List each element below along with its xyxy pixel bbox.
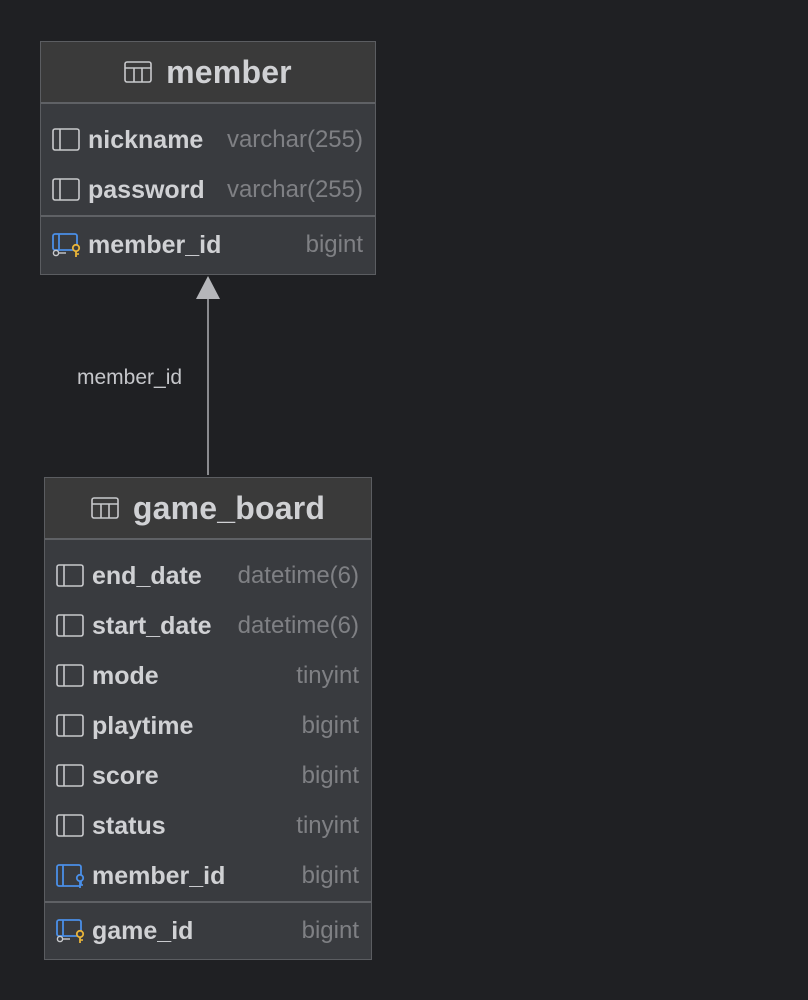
column-name: end_date (92, 561, 202, 590)
table-icon (91, 497, 119, 519)
column-row[interactable]: mode tinyint (45, 651, 371, 701)
column-type: bigint (301, 862, 359, 889)
relation-label: member_id (77, 366, 183, 389)
primary-key-icon (52, 233, 81, 257)
column-name: start_date (92, 611, 212, 640)
column-row[interactable]: score bigint (45, 751, 371, 801)
table-game-board[interactable]: game_board end_date datetime(6) (44, 477, 372, 960)
column-row[interactable]: start_date datetime(6) (45, 601, 371, 651)
table-title: game_board (132, 489, 326, 526)
column-icon (56, 564, 85, 588)
column-type: tinyint (296, 812, 359, 839)
primary-key-row[interactable]: member_id bigint (41, 217, 375, 273)
column-icon (52, 178, 81, 202)
column-name: mode (92, 661, 159, 690)
primary-key-row[interactable]: game_id bigint (45, 903, 371, 959)
column-name: status (92, 811, 166, 840)
column-row[interactable]: end_date datetime(6) (45, 551, 371, 601)
column-icon (52, 128, 81, 152)
column-name: score (92, 761, 159, 790)
table-icon (124, 61, 152, 83)
column-name: member_id (92, 861, 226, 890)
column-row[interactable]: nickname varchar(255) (41, 115, 375, 165)
primary-key-divider (41, 215, 375, 217)
column-icon (56, 664, 85, 688)
foreign-key-row[interactable]: member_id bigint (45, 851, 371, 901)
column-type: varchar(255) (226, 126, 363, 153)
column-list: end_date datetime(6) start_date datetime… (45, 540, 371, 901)
column-name: member_id (88, 230, 222, 259)
column-name: password (88, 175, 205, 204)
relation-line[interactable] (207, 298, 209, 475)
column-row[interactable]: password varchar(255) (41, 165, 375, 215)
column-type: varchar(255) (226, 176, 363, 203)
column-type: bigint (301, 917, 359, 944)
column-icon (56, 614, 85, 638)
primary-key-list: game_id bigint (45, 903, 371, 959)
column-type: datetime(6) (237, 562, 359, 589)
column-row[interactable]: playtime bigint (45, 701, 371, 751)
column-type: tinyint (296, 662, 359, 689)
relation-arrowhead (196, 276, 220, 299)
column-type: bigint (301, 762, 359, 789)
column-name: nickname (88, 125, 204, 154)
primary-key-divider (45, 901, 371, 903)
foreign-key-icon (56, 864, 85, 888)
column-type: bigint (301, 712, 359, 739)
column-list: nickname varchar(255) password varchar(2… (41, 104, 375, 215)
column-icon (56, 814, 85, 838)
primary-key-list: member_id bigint (41, 217, 375, 273)
table-title: member (166, 53, 292, 90)
column-name: game_id (92, 916, 194, 945)
table-header: game_board (45, 478, 371, 540)
column-row[interactable]: status tinyint (45, 801, 371, 851)
table-member[interactable]: member nickname varchar(255) (40, 41, 376, 275)
column-type: datetime(6) (237, 612, 359, 639)
column-icon (56, 764, 85, 788)
primary-key-icon (56, 919, 85, 943)
column-type: bigint (305, 231, 363, 258)
table-header: member (41, 42, 375, 104)
column-name: playtime (92, 711, 194, 740)
column-icon (56, 714, 85, 738)
